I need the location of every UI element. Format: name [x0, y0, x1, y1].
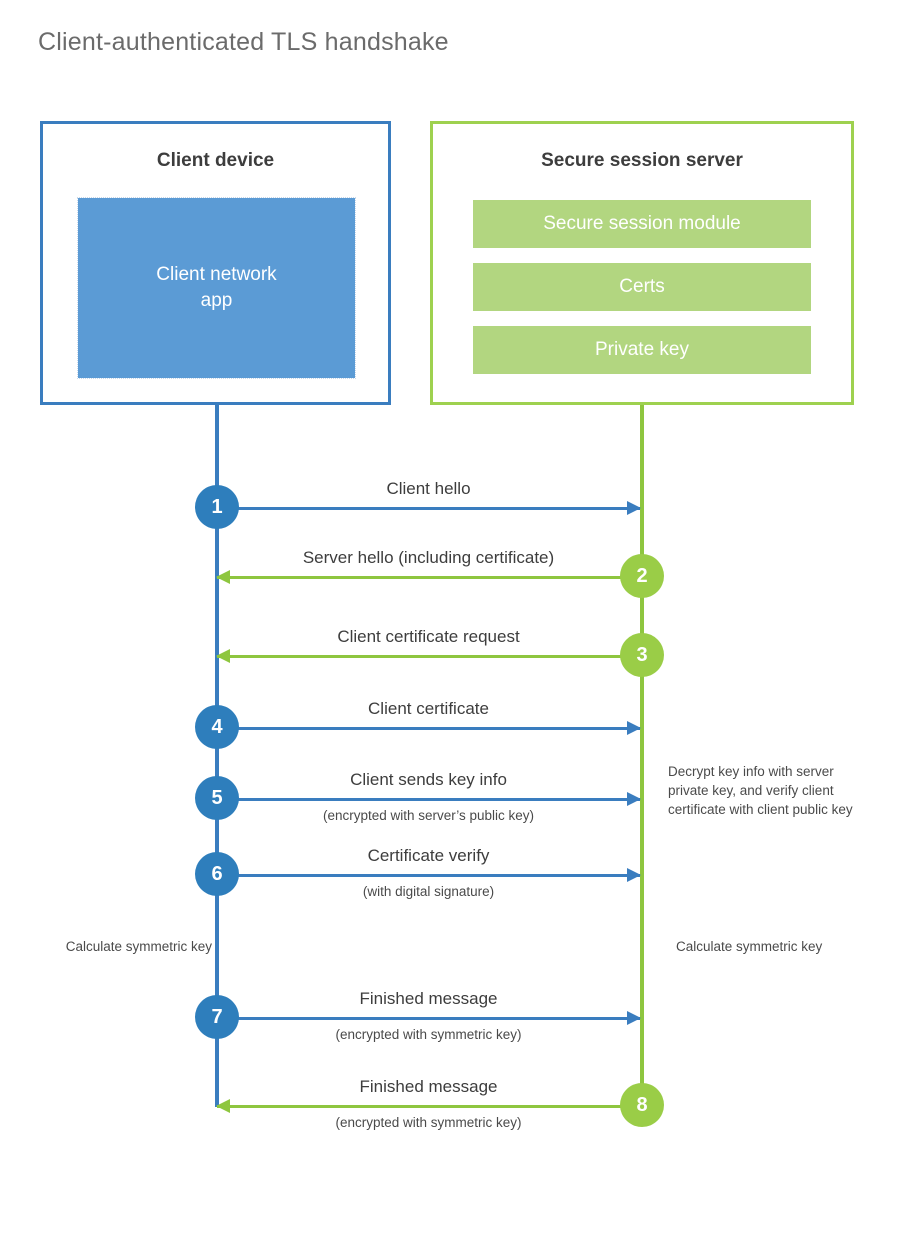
secure-session-server-title: Secure session server — [541, 150, 743, 171]
client-device-box: Client device Client network app — [40, 121, 391, 405]
step-badge-6: 6 — [195, 852, 239, 896]
server-component-certs: Certs — [473, 263, 811, 311]
arrow-line — [217, 1105, 640, 1108]
step-badge-2: 2 — [620, 554, 664, 598]
arrow-head-icon — [627, 501, 641, 515]
arrow-line — [217, 1017, 640, 1020]
arrow-line — [217, 655, 640, 658]
client-device-title: Client device — [156, 150, 275, 171]
step-badge-8: 8 — [620, 1083, 664, 1127]
message-sublabel: (encrypted with server’s public key) — [322, 808, 535, 823]
message-label: Server hello (including certificate) — [302, 548, 555, 567]
message-label: Finished message — [359, 989, 498, 1008]
message-label: Client sends key info — [350, 770, 507, 789]
arrow-line — [217, 874, 640, 877]
step-badge-3: 3 — [620, 633, 664, 677]
server-lifeline — [640, 405, 644, 1107]
arrow-head-icon — [216, 649, 230, 663]
arrow-head-icon — [216, 1099, 230, 1113]
step-badge-1: 1 — [195, 485, 239, 529]
page-title: Client-authenticated TLS handshake — [38, 28, 449, 56]
arrow-head-icon — [627, 868, 641, 882]
arrow-head-icon — [627, 721, 641, 735]
server-component-secure-session-module: Secure session module — [473, 200, 811, 248]
arrow-head-icon — [627, 1011, 641, 1025]
message-label: Certificate verify — [367, 846, 490, 865]
step-badge-5: 5 — [195, 776, 239, 820]
arrow-line — [217, 798, 640, 801]
client-network-app-block: Client network app — [77, 197, 356, 379]
message-sublabel: (encrypted with symmetric key) — [335, 1027, 522, 1042]
message-label: Client hello — [386, 479, 471, 498]
arrow-head-icon — [627, 792, 641, 806]
client-lifeline — [215, 405, 219, 1107]
arrow-line — [217, 576, 640, 579]
message-sublabel: (with digital signature) — [362, 884, 495, 899]
server-component-private-key: Private key — [473, 326, 811, 374]
arrow-head-icon — [216, 570, 230, 584]
step-badge-4: 4 — [195, 705, 239, 749]
message-label: Client certificate — [368, 699, 489, 718]
message-sublabel: (encrypted with symmetric key) — [335, 1115, 522, 1130]
message-label: Finished message — [359, 1077, 498, 1096]
step-badge-7: 7 — [195, 995, 239, 1039]
note-calculate-symmetric-key-server: Calculate symmetric key — [676, 939, 823, 954]
note-decrypt-key-info: Decrypt key info with server private key… — [668, 764, 853, 818]
message-label: Client certificate request — [337, 627, 520, 646]
arrow-line — [217, 507, 640, 510]
secure-session-server-box: Secure session server Secure session mod… — [430, 121, 854, 405]
note-calculate-symmetric-key-client: Calculate symmetric key — [65, 939, 212, 954]
arrow-line — [217, 727, 640, 730]
